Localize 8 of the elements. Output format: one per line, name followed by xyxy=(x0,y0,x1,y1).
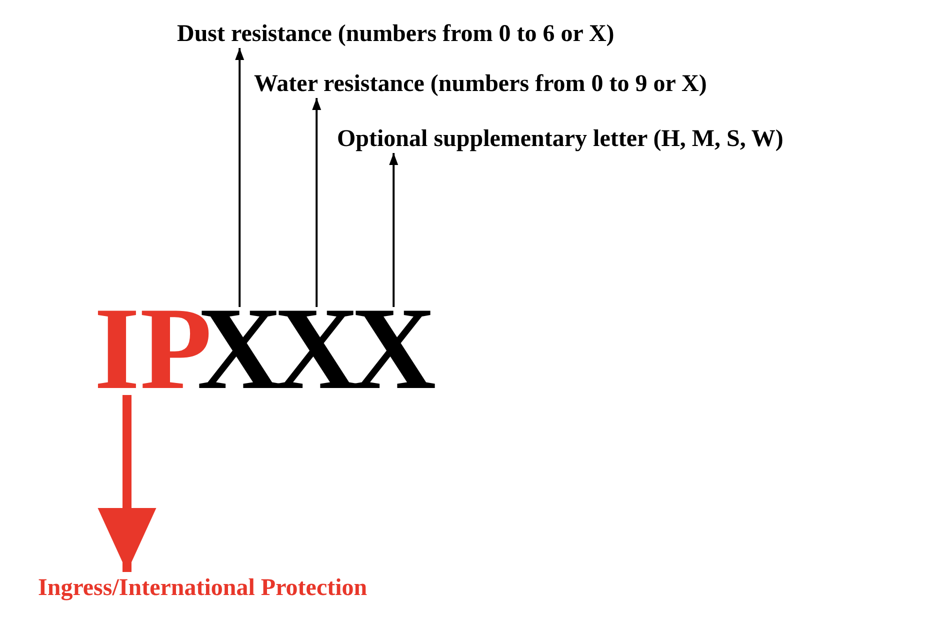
label-text: Dust resistance (numbers from 0 to 6 or X) xyxy=(177,20,614,48)
label-text: Optional supplementary letter (H, M, S, W) xyxy=(337,125,784,153)
arrow xyxy=(98,395,156,572)
label-text: Water resistance (numbers from 0 to 9 or X) xyxy=(254,70,707,98)
arrow xyxy=(235,48,244,307)
arrow xyxy=(389,153,398,307)
label-text: Ingress/International Protection xyxy=(38,574,368,602)
arrow xyxy=(312,98,322,307)
